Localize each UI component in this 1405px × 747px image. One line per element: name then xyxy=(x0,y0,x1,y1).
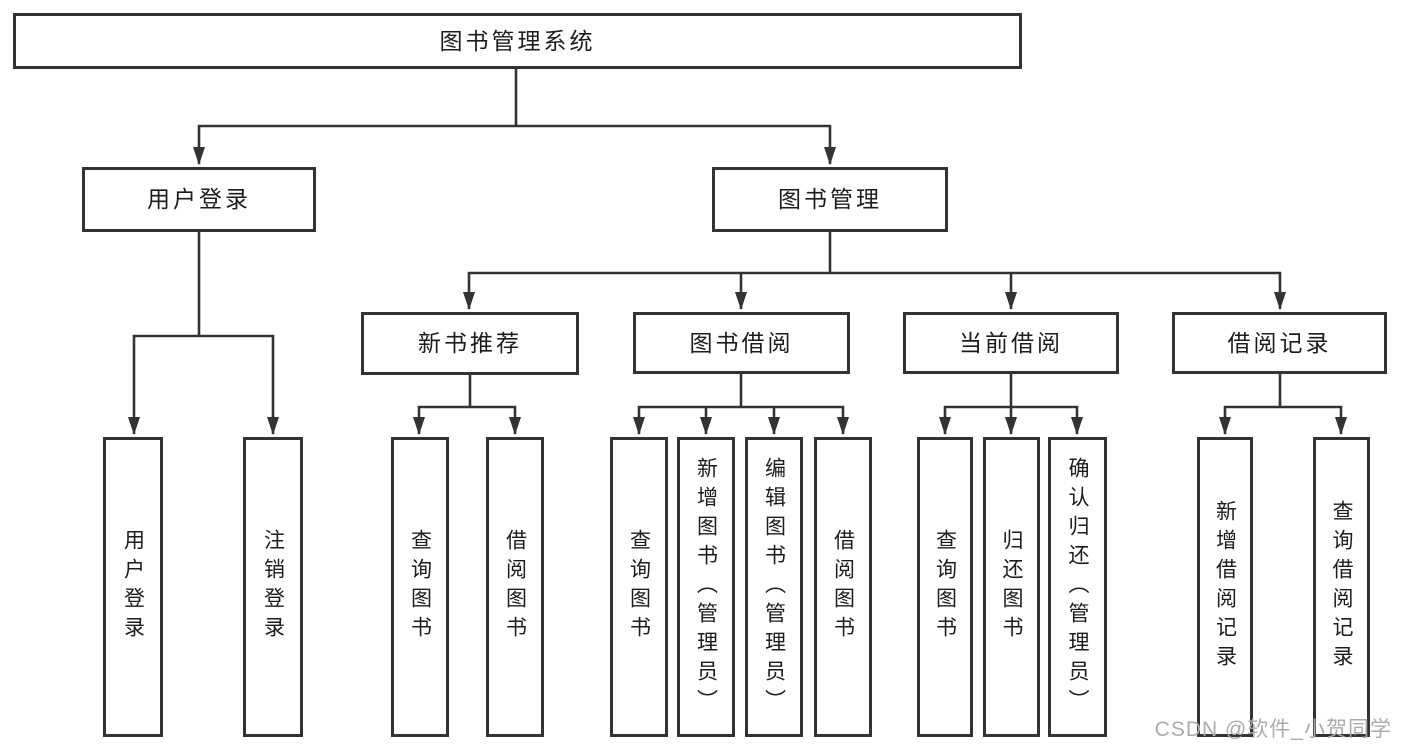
leaf-current-confirm-return-admin: 确认归还（管理员） xyxy=(1048,437,1107,737)
leaf-borrow-edit-books-admin: 编辑图书（管理员） xyxy=(745,437,803,737)
leaf-current-return-books: 归还图书 xyxy=(983,437,1040,737)
node-current-borrow: 当前借阅 xyxy=(903,312,1119,374)
leaf-user-login: 用户登录 xyxy=(103,437,163,737)
leaf-label: 查询借阅记录 xyxy=(1330,500,1353,674)
leaf-label: 确认归还（管理员） xyxy=(1066,456,1089,718)
leaf-label: 新增图书（管理员） xyxy=(694,456,718,718)
leaf-logout: 注销登录 xyxy=(243,437,303,737)
leaf-label: 归还图书 xyxy=(1000,529,1023,645)
branch-new-book xyxy=(413,375,521,435)
leaf-records-query-record: 查询借阅记录 xyxy=(1313,437,1370,737)
leaf-current-query-books: 查询图书 xyxy=(917,437,973,737)
leaf-label: 新增借阅记录 xyxy=(1213,500,1237,674)
leaf-borrow-add-books-admin: 新增图书（管理员） xyxy=(677,437,735,737)
leaf-newbook-query-books: 查询图书 xyxy=(391,437,449,737)
branch-root-to-level2 xyxy=(193,68,836,165)
node-new-book-recommend: 新书推荐 xyxy=(361,312,579,375)
branch-user-login xyxy=(128,232,279,435)
leaf-label: 查询图书 xyxy=(627,529,651,645)
branch-borrow-records xyxy=(1219,374,1347,435)
branch-book-borrow xyxy=(633,374,849,435)
node-borrow-records: 借阅记录 xyxy=(1172,312,1387,374)
leaf-records-add-record: 新增借阅记录 xyxy=(1197,437,1253,737)
leaf-newbook-borrow-books: 借阅图书 xyxy=(486,437,544,737)
csdn-watermark: CSDN @软件_小贺同学 xyxy=(1154,718,1392,741)
node-user-login: 用户登录 xyxy=(82,167,316,232)
leaf-label: 查询图书 xyxy=(408,529,432,645)
leaf-label: 用户登录 xyxy=(121,529,145,645)
node-book-management: 图书管理 xyxy=(712,167,948,232)
leaf-label: 查询图书 xyxy=(933,529,957,645)
node-root-system: 图书管理系统 xyxy=(13,13,1022,69)
leaf-label: 注销登录 xyxy=(261,529,285,645)
leaf-borrow-query-books: 查询图书 xyxy=(610,437,668,737)
leaf-borrow-borrow-books: 借阅图书 xyxy=(814,437,872,737)
branch-book-mgmt-to-level3 xyxy=(463,232,1286,310)
leaf-label: 借阅图书 xyxy=(831,529,855,645)
node-book-borrow: 图书借阅 xyxy=(633,312,850,374)
leaf-label: 借阅图书 xyxy=(503,529,527,645)
branch-current-borrow xyxy=(939,374,1083,435)
leaf-label: 编辑图书（管理员） xyxy=(762,456,786,718)
